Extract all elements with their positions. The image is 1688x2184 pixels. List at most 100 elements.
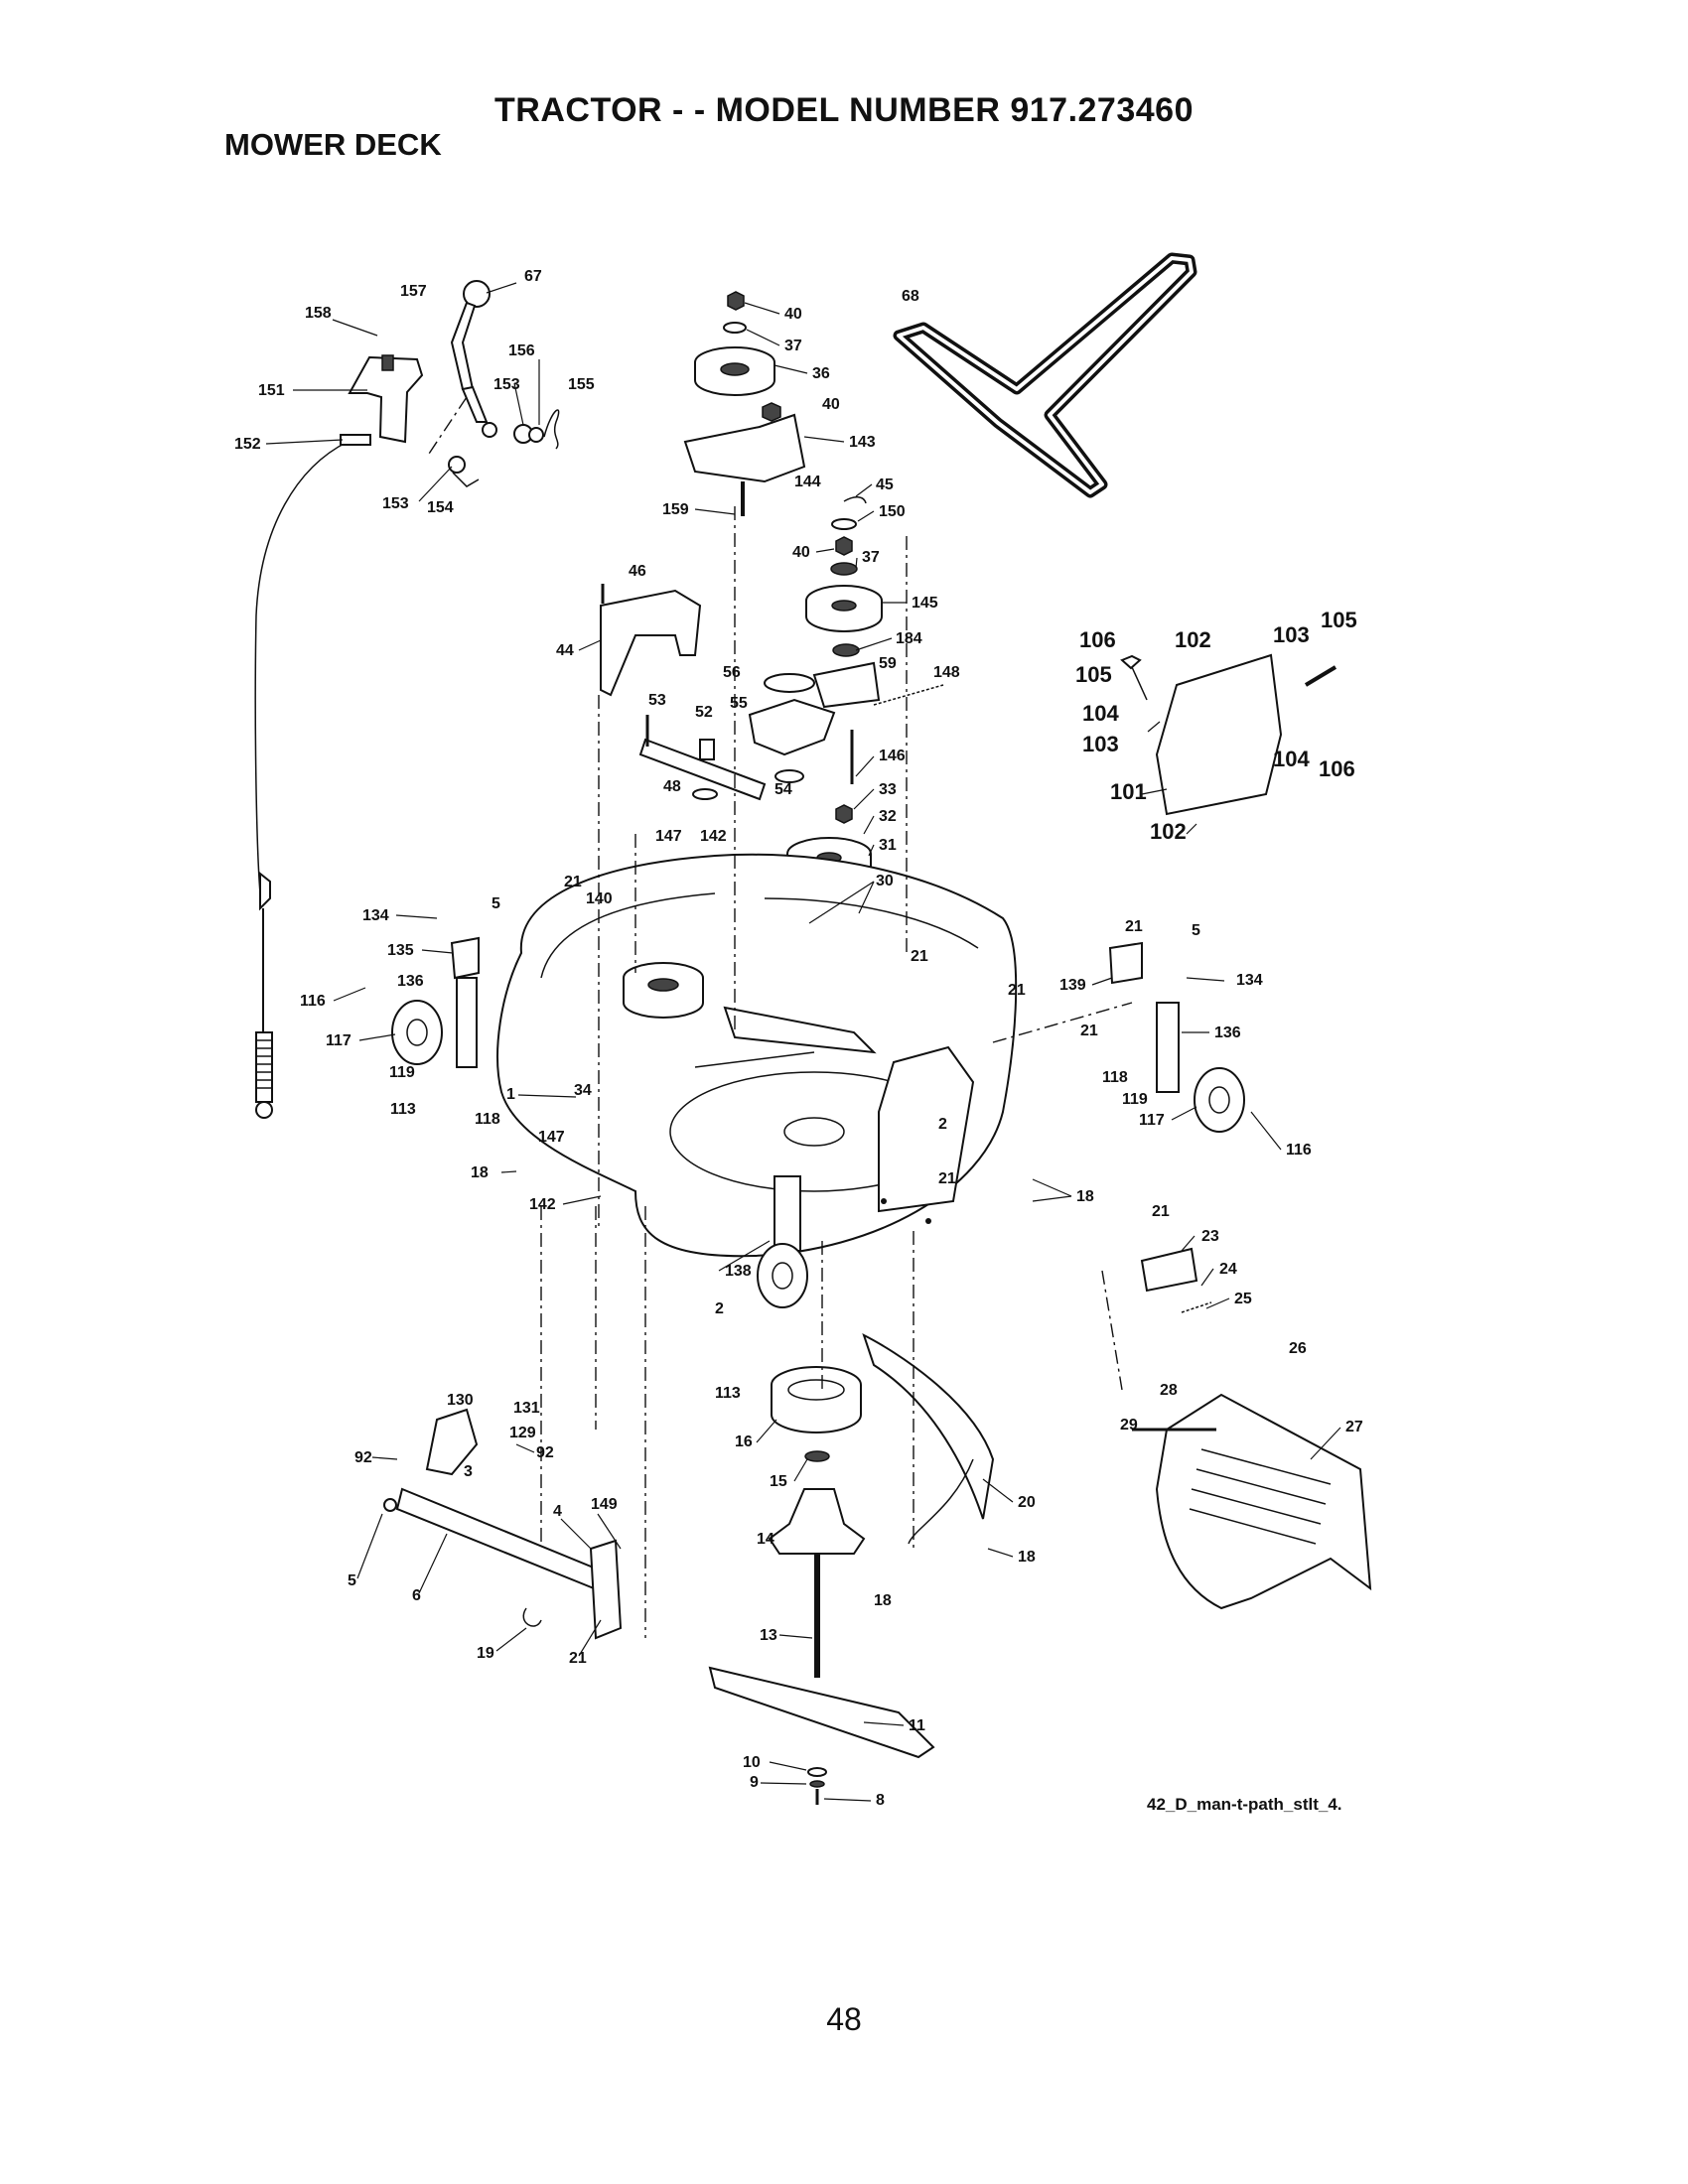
svg-text:158: 158 <box>305 305 332 322</box>
svg-text:143: 143 <box>849 434 876 451</box>
svg-text:25: 25 <box>1234 1291 1252 1307</box>
svg-text:106: 106 <box>1079 627 1116 652</box>
svg-text:103: 103 <box>1273 622 1310 647</box>
page-title: TRACTOR - - MODEL NUMBER 917.273460 <box>494 91 1194 129</box>
svg-text:139: 139 <box>1059 977 1086 994</box>
svg-text:21: 21 <box>1152 1203 1170 1220</box>
svg-text:144: 144 <box>794 474 821 490</box>
svg-text:11: 11 <box>909 1717 925 1734</box>
svg-text:153: 153 <box>493 376 520 393</box>
svg-text:155: 155 <box>568 376 595 393</box>
chute-bracket-assembly <box>1140 1247 1212 1313</box>
svg-text:131: 131 <box>513 1400 540 1417</box>
svg-text:46: 46 <box>629 563 646 580</box>
svg-text:118: 118 <box>1102 1069 1128 1086</box>
svg-text:20: 20 <box>1018 1494 1036 1511</box>
svg-text:104: 104 <box>1082 701 1119 726</box>
gauge-wheel-left <box>391 936 480 1068</box>
discharge-chute <box>1132 1393 1372 1610</box>
drive-belt <box>893 252 1197 498</box>
svg-text:21: 21 <box>911 948 928 965</box>
svg-text:136: 136 <box>397 973 424 990</box>
svg-text:103: 103 <box>1082 732 1119 756</box>
svg-text:146: 146 <box>879 748 906 764</box>
svg-text:134: 134 <box>1236 972 1263 989</box>
svg-text:113: 113 <box>715 1385 741 1402</box>
gauge-wheel-right <box>1108 941 1245 1133</box>
svg-text:18: 18 <box>874 1592 892 1609</box>
svg-text:27: 27 <box>1345 1419 1363 1435</box>
svg-text:15: 15 <box>770 1473 787 1490</box>
svg-text:113: 113 <box>390 1101 416 1118</box>
svg-text:147: 147 <box>538 1129 565 1146</box>
svg-text:44: 44 <box>556 642 574 659</box>
mower-deck-shell <box>496 853 1018 1258</box>
figure-reference: 42_D_man-t-path_stlt_4. <box>1147 1795 1342 1814</box>
svg-text:26: 26 <box>1289 1340 1307 1357</box>
svg-text:10: 10 <box>743 1754 761 1771</box>
svg-text:148: 148 <box>933 664 960 681</box>
svg-text:2: 2 <box>938 1116 947 1133</box>
svg-text:21: 21 <box>1008 982 1026 999</box>
svg-text:8: 8 <box>876 1792 885 1809</box>
svg-text:18: 18 <box>471 1164 489 1181</box>
front-hanger-assembly <box>383 1408 623 1640</box>
svg-text:5: 5 <box>348 1572 356 1589</box>
svg-text:36: 36 <box>812 365 830 382</box>
svg-text:34: 34 <box>574 1082 592 1099</box>
svg-text:59: 59 <box>879 655 897 672</box>
svg-text:14: 14 <box>757 1531 774 1548</box>
svg-text:21: 21 <box>938 1170 956 1187</box>
svg-text:119: 119 <box>389 1064 415 1081</box>
svg-text:92: 92 <box>354 1449 372 1466</box>
svg-text:48: 48 <box>663 778 681 795</box>
svg-text:55: 55 <box>730 695 748 712</box>
svg-text:31: 31 <box>879 837 897 854</box>
svg-text:135: 135 <box>387 942 414 959</box>
svg-text:37: 37 <box>862 549 880 566</box>
svg-text:18: 18 <box>1018 1549 1036 1566</box>
svg-text:154: 154 <box>427 499 454 516</box>
svg-text:119: 119 <box>1122 1091 1148 1108</box>
idler-arm <box>638 715 767 801</box>
svg-text:5: 5 <box>492 895 500 912</box>
svg-text:3: 3 <box>464 1463 473 1480</box>
svg-text:142: 142 <box>529 1196 556 1213</box>
page-number: 48 <box>826 2001 862 2037</box>
svg-text:23: 23 <box>1201 1228 1219 1245</box>
svg-text:102: 102 <box>1150 819 1187 844</box>
svg-text:117: 117 <box>1139 1112 1165 1129</box>
svg-text:1: 1 <box>506 1086 515 1103</box>
svg-text:134: 134 <box>362 907 389 924</box>
svg-text:40: 40 <box>822 396 840 413</box>
svg-text:140: 140 <box>586 890 613 907</box>
svg-text:152: 152 <box>234 436 261 453</box>
svg-text:151: 151 <box>258 382 285 399</box>
svg-text:136: 136 <box>1214 1024 1241 1041</box>
svg-text:105: 105 <box>1321 608 1357 632</box>
belt-guard <box>600 584 702 697</box>
callout-leader-lines <box>265 282 1341 1802</box>
assembly-guide-lines <box>426 396 1133 1638</box>
spindle-assembly <box>708 1366 935 1805</box>
svg-text:157: 157 <box>400 283 427 300</box>
deck-baffle <box>862 1333 995 1545</box>
svg-text:106: 106 <box>1319 756 1355 781</box>
svg-text:153: 153 <box>382 495 409 512</box>
svg-text:68: 68 <box>902 288 919 305</box>
svg-text:6: 6 <box>412 1587 421 1604</box>
svg-text:118: 118 <box>475 1111 500 1128</box>
svg-text:147: 147 <box>655 828 682 845</box>
svg-text:116: 116 <box>300 993 326 1010</box>
svg-text:130: 130 <box>447 1392 474 1409</box>
svg-text:159: 159 <box>662 501 689 518</box>
svg-text:40: 40 <box>792 544 810 561</box>
svg-text:21: 21 <box>569 1650 587 1667</box>
svg-text:129: 129 <box>509 1425 536 1441</box>
svg-text:9: 9 <box>750 1774 759 1791</box>
svg-text:156: 156 <box>508 342 535 359</box>
svg-text:40: 40 <box>784 306 802 323</box>
svg-text:21: 21 <box>1125 918 1143 935</box>
svg-text:45: 45 <box>876 477 894 493</box>
